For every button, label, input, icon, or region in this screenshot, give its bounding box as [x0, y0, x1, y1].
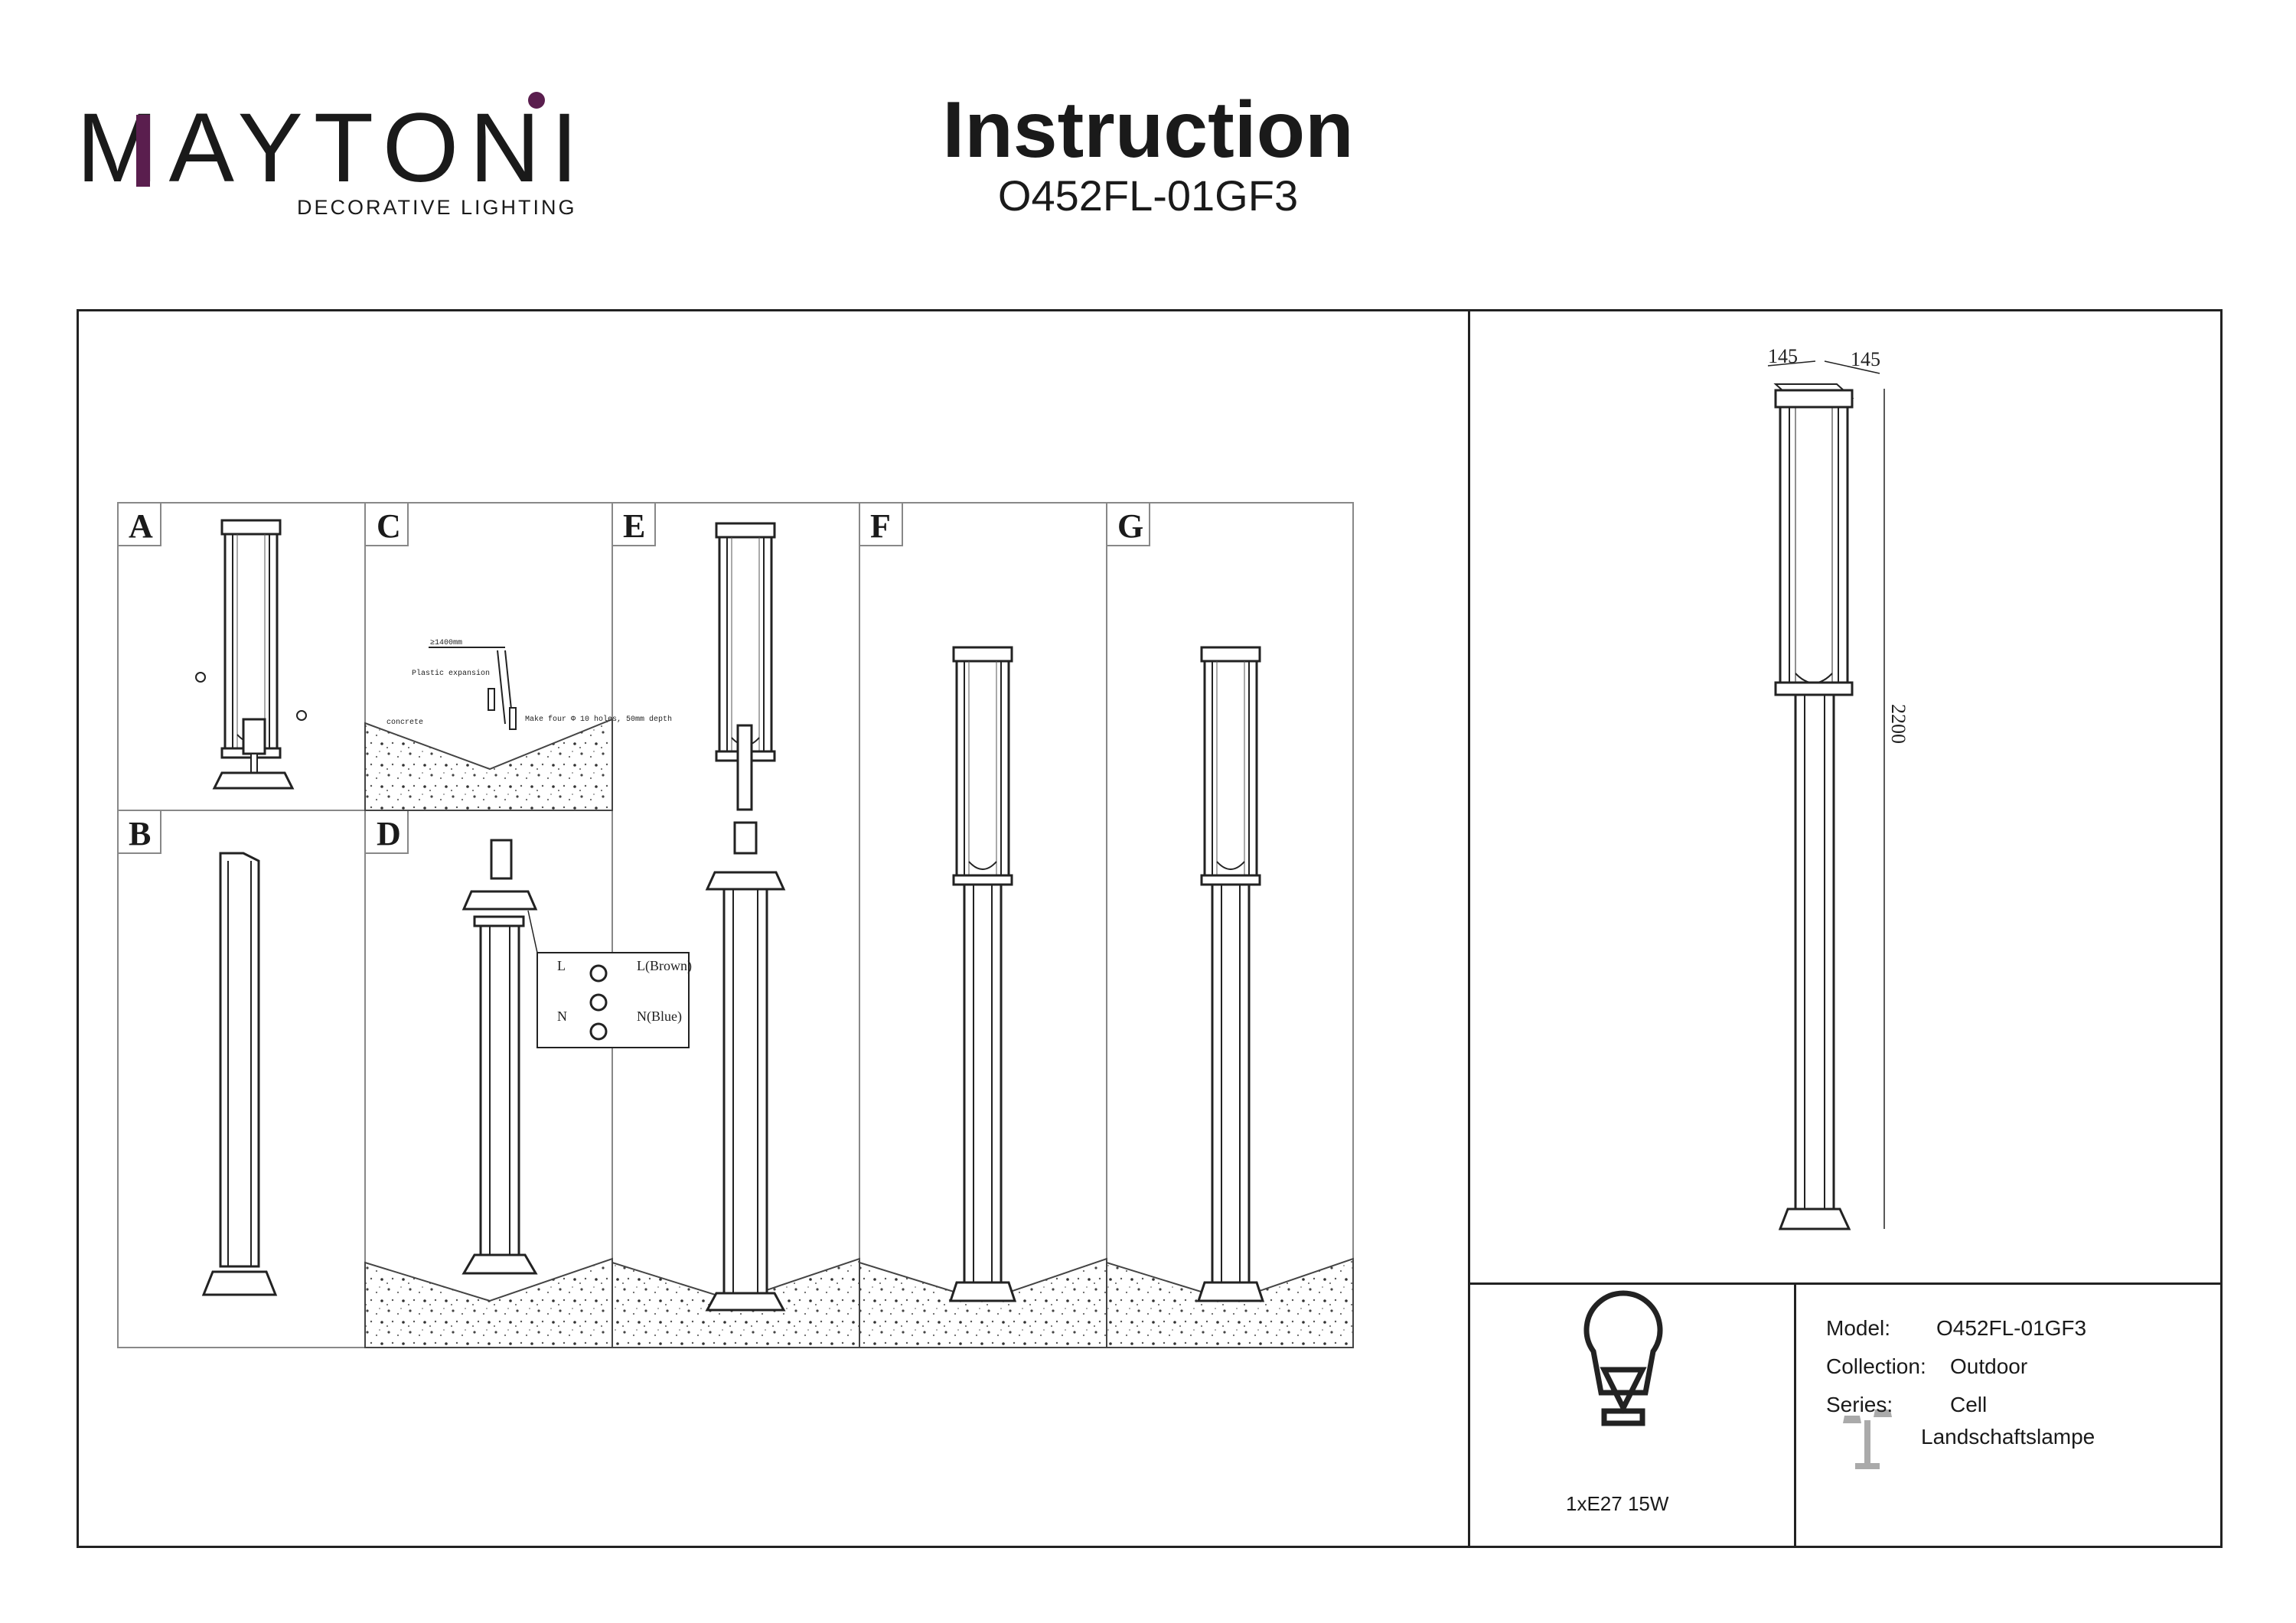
dimension-height: 2200: [1887, 704, 1910, 744]
step-f-drawing: [948, 646, 1017, 1302]
step-label-d: D: [377, 815, 401, 852]
dimension-width-b: 145: [1851, 348, 1880, 370]
step-label-e: E: [623, 507, 646, 545]
frame-divider-horizontal: [1468, 1282, 2223, 1285]
step-g-drawing: [1196, 646, 1265, 1302]
spec-collection-label: Collection:: [1826, 1354, 1926, 1378]
step-label-a: A: [129, 507, 153, 545]
spec-collection-value: Outdoor: [1950, 1354, 2028, 1378]
note-distance: ≥1400mm: [430, 639, 462, 647]
logo-tagline: DECORATIVE LIGHTING: [297, 196, 577, 219]
spec-model-label: Model:: [1826, 1316, 1891, 1340]
step-e-drawing: [705, 522, 786, 1312]
wire-n-blue: N(Blue): [637, 1009, 682, 1025]
step-c-drawing: [429, 647, 517, 730]
specs-divider: [1794, 1282, 1796, 1548]
wire-l: L: [557, 958, 566, 973]
logo-accent-bar: [136, 115, 150, 187]
note-expansion: Plastic expansion: [412, 669, 490, 678]
instruction-frame: [77, 309, 2223, 1548]
logo-dot: [528, 92, 545, 109]
step-d-drawing: [461, 839, 690, 1275]
step-label-f: F: [870, 507, 891, 545]
step-c-notes: ≥1400mm Plastic expansion concrete Make …: [386, 639, 672, 727]
spec-series-label: Series:: [1826, 1393, 1893, 1416]
spec-type-value: Landschaftslampe: [1921, 1425, 2095, 1449]
dimension-labels: 145 145 2200: [1768, 345, 1910, 744]
step-a-drawing: [195, 519, 307, 790]
landscape-lamp-icon: [1843, 1410, 1892, 1469]
wire-l-brown: L(Brown): [637, 958, 692, 974]
dimension-width-a: 145: [1768, 345, 1798, 367]
bulb-spec: 1xE27 15W: [1566, 1492, 1669, 1515]
note-holes: Make four Φ 10 holes, 50mm depth: [525, 715, 672, 724]
dimension-drawing: [1767, 360, 1885, 1230]
frame-divider-vertical: [1468, 309, 1470, 1548]
light-bulb-icon: [1583, 1290, 1663, 1426]
spec-model-value: O452FL-01GF3: [1936, 1316, 2087, 1340]
step-d-wiring-labels: L N L(Brown) N(Blue): [557, 958, 692, 1025]
step-label-c: C: [377, 507, 401, 545]
step-label-b: B: [129, 815, 152, 852]
page-model-number: O452FL-01GF3: [997, 171, 1299, 220]
page-title: Instruction: [942, 86, 1354, 174]
step-label-g: G: [1117, 507, 1144, 545]
wire-n: N: [557, 1009, 567, 1024]
step-b-drawing: [201, 852, 278, 1296]
spec-series-value: Cell: [1950, 1393, 1988, 1416]
note-concrete: concrete: [386, 719, 423, 727]
logo-wordmark: MAYTONI: [77, 93, 589, 203]
